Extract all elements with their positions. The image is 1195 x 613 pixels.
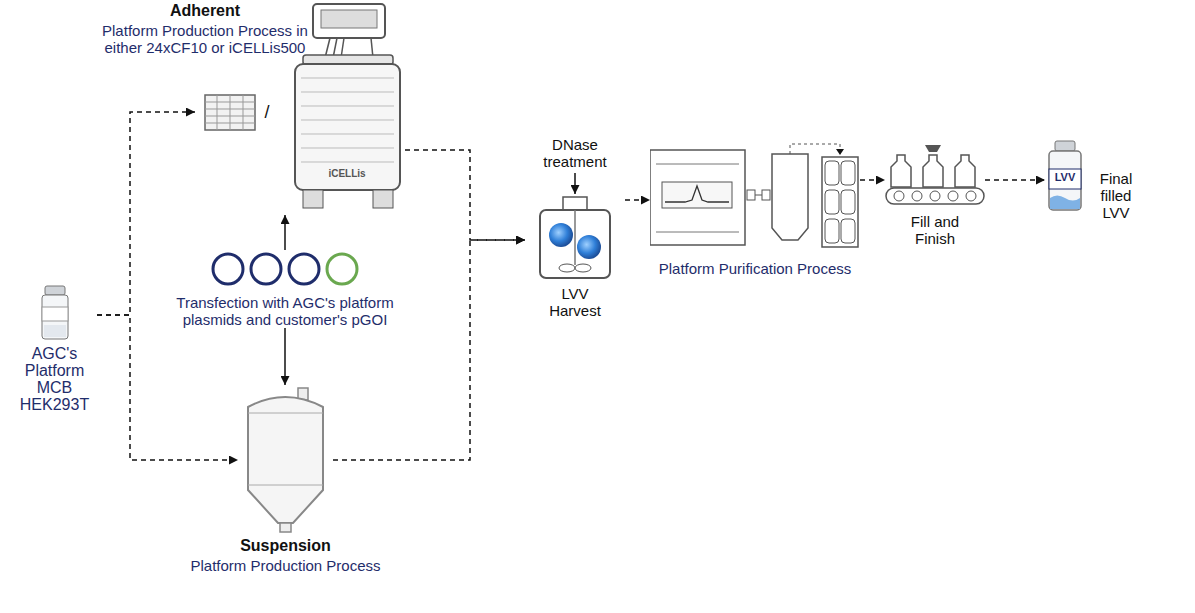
node-illustration — [37, 285, 73, 341]
node-illustration — [238, 385, 333, 535]
plasmid-transfection: Transfection with AGC's platform plasmid… — [160, 250, 410, 328]
purification-process: Platform Purification Process — [650, 140, 860, 277]
adherent-process: AdherentPlatform Production Process in e… — [195, 0, 405, 215]
node-text: AGC's Platform MCB HEK293T — [12, 345, 97, 413]
flow-connector — [985, 179, 1045, 181]
flow-connector — [284, 215, 286, 250]
separator-slash: / — [260, 102, 274, 122]
vial-label: LVV — [1047, 171, 1083, 184]
dnase-label: DNase treatment — [535, 136, 615, 170]
node-text: Platform Production Process in either 24… — [102, 22, 308, 56]
node-text: LVV Harvest — [537, 285, 613, 319]
harvest-vessel: LVV Harvest — [525, 195, 625, 319]
node-text: Platform Production Process — [178, 557, 393, 574]
flow-connector — [97, 112, 195, 315]
flow-connector — [625, 199, 650, 201]
suspension-process: SuspensionPlatform Production Process — [238, 385, 333, 574]
fill-finish: Fill and Finish — [885, 145, 985, 247]
device-logo: iCELLis — [318, 168, 376, 180]
cell-bank-vial: AGC's Platform MCB HEK293T — [12, 285, 97, 413]
flow-connector — [284, 328, 286, 385]
node-text: Transfection with AGC's platform plasmid… — [160, 294, 410, 328]
node-text: Final filled LVV — [1090, 170, 1142, 221]
dnase-arrow — [574, 173, 576, 194]
node-illustration — [650, 140, 860, 252]
flow-connector — [860, 179, 885, 181]
node-text: Fill and Finish — [900, 213, 970, 247]
node-heading: Suspension — [178, 537, 393, 554]
flow-connector — [97, 315, 238, 460]
flow-connector — [333, 240, 525, 460]
node-illustration — [885, 145, 985, 207]
node-text: Platform Purification Process — [650, 260, 860, 277]
flow-connector — [405, 150, 525, 240]
node-heading: Adherent — [102, 2, 308, 19]
node-illustration — [525, 195, 625, 280]
node-illustration — [210, 250, 360, 288]
